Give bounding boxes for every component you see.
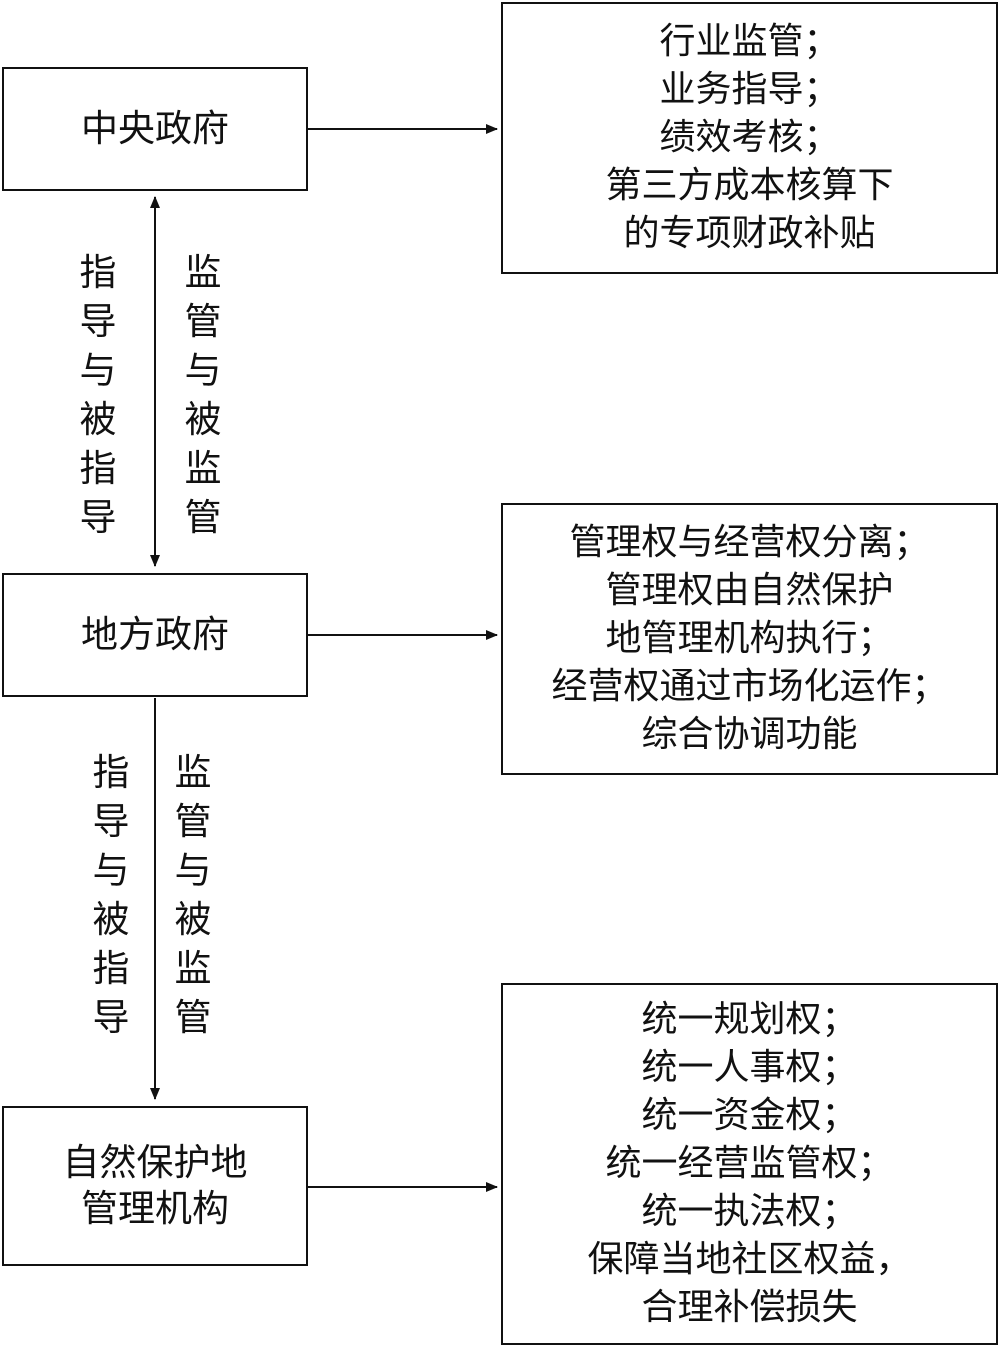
description-line: 统一资金权；: [641, 1095, 858, 1136]
central-description-box: 行业监管； 业务指导； 绩效考核； 第三方成本核算下的专项财政补贴: [501, 2, 998, 274]
local-description-box: 管理权与经营权分离； 管理权由自然保护地管理机构执行； 经营权通过市场化运作； 综合协…: [501, 503, 998, 775]
description-line: 统一执法权；: [641, 1191, 858, 1232]
edge-label-char: 指: [92, 751, 130, 794]
description-line: 业务指导；: [659, 69, 840, 110]
description-line: 合理补偿损失: [641, 1287, 858, 1328]
edge-label-char: 导: [79, 496, 117, 539]
description-line: 管理权与经营权分离；: [569, 522, 930, 563]
description-line: 综合协调功能: [641, 714, 858, 755]
description-line: 第三方成本核算下: [605, 165, 894, 206]
edge-label-char: 导: [79, 300, 117, 343]
edge-label-char: 监: [184, 251, 222, 294]
edge-label-char: 监: [174, 751, 212, 794]
lower-left-edge-label: 指导与被指导: [88, 748, 134, 1042]
description-line: 统一规划权；: [641, 999, 858, 1040]
description-line: 的专项财政补贴: [623, 213, 876, 254]
edge-label-char: 指: [79, 447, 117, 490]
description-line: 绩效考核；: [659, 117, 840, 158]
edge-label-char: 与: [174, 849, 212, 892]
edge-label-char: 管: [174, 800, 212, 843]
agency-description-box: 统一规划权； 统一人事权； 统一资金权； 统一经营监管权； 统一执法权； 保障当地社区权益…: [501, 983, 998, 1345]
description-line: 行业监管；: [659, 21, 840, 62]
edge-label-char: 管: [174, 996, 212, 1039]
upper-left-edge-label: 指导与被指导: [75, 248, 121, 542]
description-line: 统一人事权；: [641, 1047, 858, 1088]
node-label-line: 中央政府: [81, 107, 229, 150]
edge-label-char: 管: [184, 300, 222, 343]
node-label-line: 地方政府: [81, 613, 229, 656]
description-line: 经营权通过市场化运作；: [551, 666, 948, 707]
edge-label-char: 被: [184, 398, 222, 441]
edge-label-char: 导: [92, 800, 130, 843]
edge-label-char: 被: [174, 898, 212, 941]
description-line: 管理权由自然保护: [605, 570, 894, 611]
description-line: 地管理机构执行；: [605, 618, 894, 659]
edge-label-char: 指: [92, 947, 130, 990]
local-government-box: 地方政府: [2, 573, 308, 697]
description-line: 统一经营监管权；: [605, 1143, 894, 1184]
edge-label-char: 被: [92, 898, 130, 941]
edge-label-char: 指: [79, 251, 117, 294]
central-government-box: 中央政府: [2, 67, 308, 191]
edge-label-char: 与: [92, 849, 130, 892]
description-line: 保障当地社区权益，: [587, 1239, 912, 1280]
upper-right-edge-label: 监管与被监管: [180, 248, 226, 542]
edge-label-char: 被: [79, 398, 117, 441]
protected-area-agency-box: 自然保护地管理机构: [2, 1106, 308, 1266]
edge-label-char: 监: [174, 947, 212, 990]
node-label-line: 管理机构: [81, 1187, 229, 1230]
edge-label-char: 导: [92, 996, 130, 1039]
edge-label-char: 与: [184, 349, 222, 392]
edge-label-char: 与: [79, 349, 117, 392]
edge-label-char: 监: [184, 447, 222, 490]
edge-label-char: 管: [184, 496, 222, 539]
node-label-line: 自然保护地: [62, 1141, 248, 1184]
lower-right-edge-label: 监管与被监管: [170, 748, 216, 1042]
